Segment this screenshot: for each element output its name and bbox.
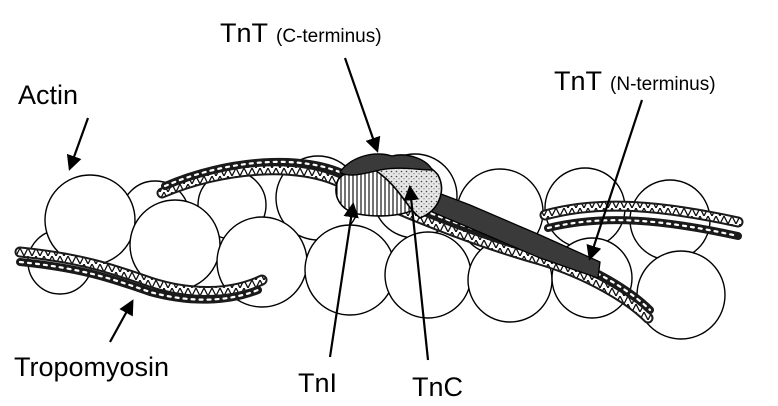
tni-label: TnI [298,368,337,398]
actin-monomer [305,225,395,315]
tnt-c-terminus-sub-text: (C-terminus) [276,26,382,47]
tnt-c-terminus-arrow [345,58,377,150]
actin-label: Actin [18,80,78,110]
tropomyosin-arrow [110,302,132,342]
tnt-n-terminus-label: TnT (N-terminus) [554,66,716,96]
tnt-n-terminus-sub-text: (N-terminus) [610,74,716,95]
tnc-label: TnC [412,372,463,402]
actin-monomer [637,251,725,339]
tnt-c-terminus-label: TnT (C-terminus) [220,18,382,48]
actin-arrow [70,118,88,168]
tnt-n-terminus-main-text: TnT [554,66,602,96]
tropomyosin-label: Tropomyosin [14,352,169,382]
tnt-c-terminus-main-text: TnT [220,18,268,48]
actin-monomer [385,232,471,318]
